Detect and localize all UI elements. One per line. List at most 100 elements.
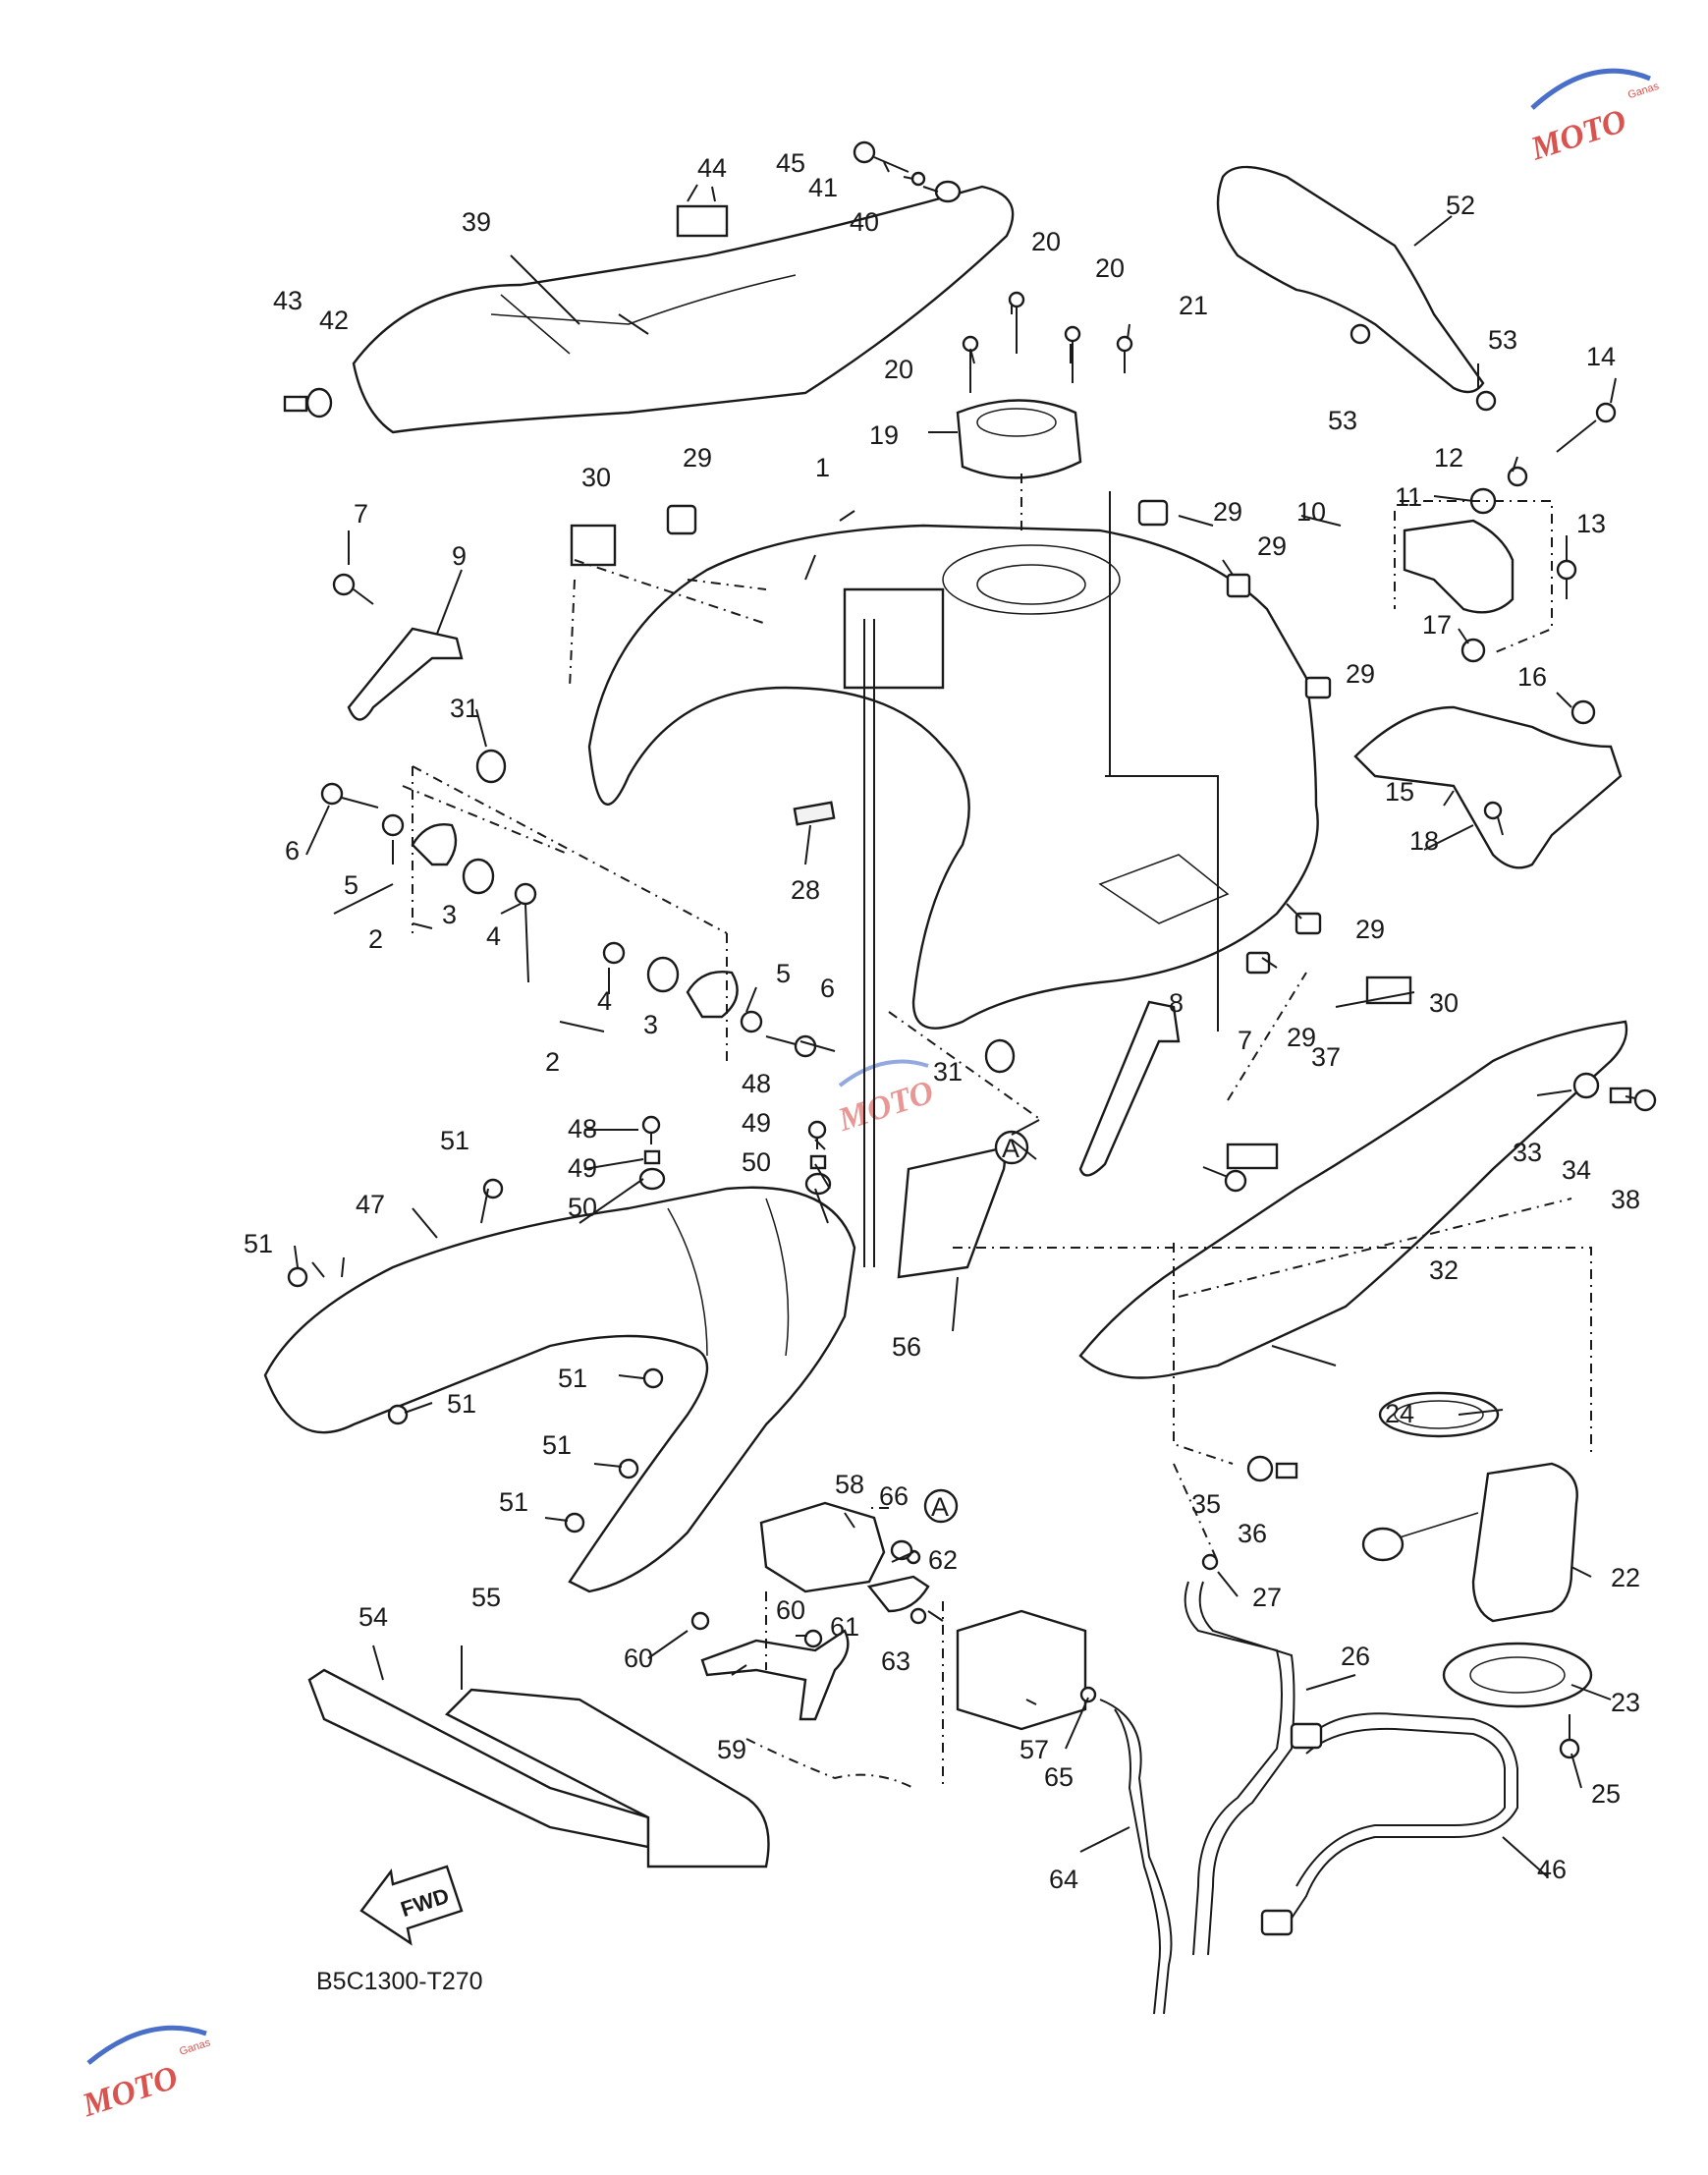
bracket-59 xyxy=(700,1629,850,1721)
label-26: 26 xyxy=(1341,1642,1370,1671)
label-3b: 3 xyxy=(643,1010,658,1039)
bolt-38 xyxy=(1625,1088,1657,1112)
watermark-text: MOTO xyxy=(833,1074,938,1139)
label-51b: 51 xyxy=(244,1229,273,1258)
damper-16 xyxy=(1570,699,1596,725)
screw-51c xyxy=(387,1404,409,1425)
label-63: 63 xyxy=(881,1646,910,1676)
grommet-40 xyxy=(934,180,962,203)
fwd-arrow xyxy=(359,1865,464,1946)
label-62: 62 xyxy=(928,1545,958,1575)
label-21: 21 xyxy=(1179,291,1208,320)
label-61: 61 xyxy=(830,1612,859,1642)
grommet-31a xyxy=(475,749,507,784)
bracket-15 xyxy=(1353,705,1623,869)
label-48b: 48 xyxy=(742,1069,771,1098)
watermark-center: MOTO xyxy=(833,1059,938,1139)
label-20a: 20 xyxy=(884,355,913,384)
label-17: 17 xyxy=(1422,610,1452,640)
bracket-10 xyxy=(1403,519,1515,614)
side-cover-32 xyxy=(1078,1020,1628,1379)
label-14: 14 xyxy=(1586,342,1616,371)
clip-29e xyxy=(1295,912,1322,935)
label-65: 65 xyxy=(1044,1762,1074,1792)
label-35: 35 xyxy=(1191,1489,1221,1519)
screw-60b xyxy=(803,1629,823,1648)
connector-46a xyxy=(1290,1722,1323,1750)
washer-12 xyxy=(1507,466,1528,487)
clip-63 xyxy=(909,1607,927,1625)
screw-51f xyxy=(564,1512,585,1534)
hose-46 xyxy=(1286,1712,1518,1926)
screw-51b xyxy=(287,1266,308,1288)
bolt-18 xyxy=(1483,801,1504,836)
label-57: 57 xyxy=(1019,1735,1049,1764)
spacer-49b xyxy=(809,1154,827,1170)
label-54: 54 xyxy=(358,1602,388,1632)
clip-29b xyxy=(1137,499,1169,527)
label-30b: 30 xyxy=(1429,988,1459,1018)
grommet-66 xyxy=(890,1539,913,1561)
label-48a: 48 xyxy=(568,1114,597,1143)
label-34: 34 xyxy=(1562,1155,1591,1185)
label-49b: 49 xyxy=(742,1108,771,1138)
collar-34 xyxy=(1609,1087,1632,1104)
plate-23 xyxy=(1442,1642,1593,1708)
washer-41 xyxy=(910,171,926,187)
grommet-35 xyxy=(1246,1455,1274,1482)
label-23: 23 xyxy=(1611,1688,1640,1717)
clip-29f xyxy=(1245,951,1271,975)
label-37: 37 xyxy=(1311,1042,1341,1072)
label-24: 24 xyxy=(1385,1399,1414,1428)
label-50b: 50 xyxy=(742,1147,771,1177)
label-36: 36 xyxy=(1238,1519,1267,1548)
label-46: 46 xyxy=(1537,1855,1567,1884)
label-9: 9 xyxy=(452,541,467,571)
label-33: 33 xyxy=(1513,1138,1542,1167)
collar-4a xyxy=(514,882,537,906)
undertray-55 xyxy=(444,1688,770,1868)
bolt-13 xyxy=(1556,559,1577,599)
label-43: 43 xyxy=(273,286,303,315)
clip-29d xyxy=(1304,676,1332,699)
damper-holder-a xyxy=(411,823,458,866)
label-32: 32 xyxy=(1429,1255,1459,1285)
label-60b: 60 xyxy=(776,1595,805,1625)
damper-17 xyxy=(1460,638,1486,663)
watermark-text: MOTO xyxy=(78,2059,183,2124)
panel-56 xyxy=(897,1147,1006,1279)
label-31a: 31 xyxy=(450,694,479,723)
label-53b: 53 xyxy=(1488,325,1517,355)
label-19: 19 xyxy=(869,420,899,450)
fuel-pump-22 xyxy=(1471,1462,1578,1623)
label-12: 12 xyxy=(1434,443,1463,473)
label-18: 18 xyxy=(1409,826,1439,856)
guard-47 xyxy=(263,1186,856,1593)
label-29c: 29 xyxy=(1257,531,1287,561)
clip-27 xyxy=(1201,1553,1219,1571)
screw-51d xyxy=(642,1367,664,1389)
label-66: 66 xyxy=(879,1481,909,1511)
part-labels: 1 2 2 3 3 4 4 5 5 6 6 7 7 8 9 10 11 12 1… xyxy=(244,148,1640,1995)
label-30a: 30 xyxy=(581,463,611,492)
callout-label-lower: A xyxy=(931,1492,949,1522)
grommet-33 xyxy=(1572,1072,1600,1099)
watermark-top-right: MOTO Ganas xyxy=(1525,68,1661,168)
bush-3a xyxy=(462,858,495,895)
label-13: 13 xyxy=(1576,509,1606,538)
rail-52 xyxy=(1216,165,1485,394)
label-51e: 51 xyxy=(542,1430,572,1460)
label-20c: 20 xyxy=(1095,253,1125,283)
clip-65 xyxy=(1079,1686,1097,1703)
label-29b: 29 xyxy=(1213,497,1242,527)
bracket-8 xyxy=(1078,1000,1181,1177)
label-29e: 29 xyxy=(1355,915,1385,944)
screw-48a xyxy=(641,1115,661,1144)
label-38: 38 xyxy=(1611,1185,1640,1214)
label-44: 44 xyxy=(697,153,727,183)
label-8: 8 xyxy=(1169,988,1184,1018)
collar-43 xyxy=(283,395,308,413)
damper-holder-b xyxy=(686,971,739,1019)
label-29f: 29 xyxy=(1287,1023,1316,1052)
